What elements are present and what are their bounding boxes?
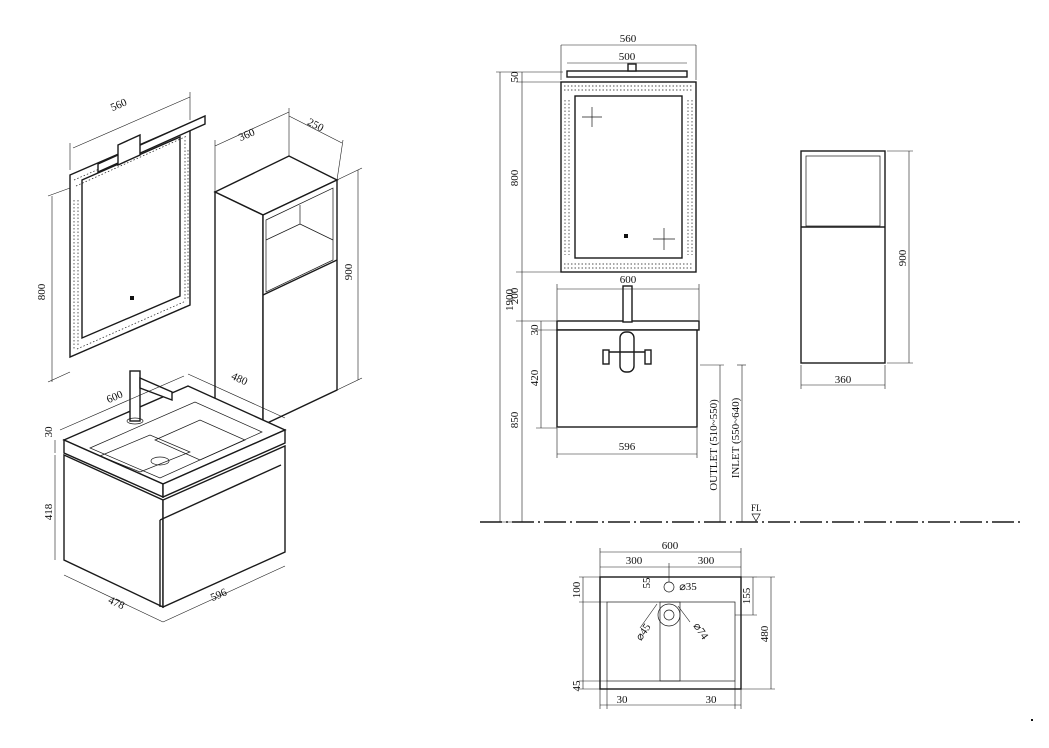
plan-half-right-label: 300 <box>698 555 715 567</box>
front-total-height-label: 1900 <box>504 289 516 312</box>
plan-half-left-label: 300 <box>626 555 643 567</box>
front-drawer-width-label: 596 <box>619 441 636 453</box>
mirror-frame-speckle <box>73 130 189 356</box>
iso-mirror-height-label: 800 <box>36 283 48 300</box>
plan-bottom-right-label: 30 <box>706 694 718 706</box>
plan-width-label: 600 <box>662 540 679 552</box>
sparkle-icon <box>582 107 675 250</box>
iso-vanity-depth-label: 478 <box>106 594 126 612</box>
corner-dot <box>1031 719 1033 721</box>
iso-mirror: 560 800 <box>36 92 206 383</box>
front-elevation: 560 500 1900 50 800 200 850 <box>480 33 1020 523</box>
iso-cabinet-depth-label: 250 <box>305 116 326 134</box>
iso-vanity-width-label: 596 <box>209 586 229 604</box>
iso-cabinet: 360 250 900 <box>213 108 363 427</box>
side-height-label: 900 <box>897 249 909 266</box>
front-top-thickness-label: 30 <box>529 324 541 336</box>
front-light-height-label: 50 <box>509 71 521 83</box>
plan-view: 600 300 300 55 ⌀35 100 45 155 480 ⌀45 ⌀7… <box>571 540 775 709</box>
iso-vanity-height-label: 418 <box>43 503 55 520</box>
iso-cabinet-width-label: 360 <box>237 126 257 144</box>
floor-label: FL <box>751 503 762 513</box>
plan-depth-label: 480 <box>759 625 771 642</box>
front-basin-width-label: 600 <box>620 274 637 286</box>
plan-bottom-left-label: 30 <box>617 694 629 706</box>
iso-mirror-width-label: 560 <box>109 96 129 114</box>
side-width-label: 360 <box>835 374 852 386</box>
inlet-label: INLET (550~640) <box>730 397 742 478</box>
front-mirror-height-label: 800 <box>509 169 521 186</box>
plan-hole-offset-label: 55 <box>641 577 653 589</box>
outlet-label: OUTLET (510~550) <box>708 399 720 491</box>
front-drawer-height-label: 420 <box>529 369 541 386</box>
plan-right-155-label: 155 <box>741 587 753 604</box>
plan-left-45-label: 45 <box>571 680 583 692</box>
mirror-switch-icon <box>130 296 134 300</box>
iso-basin-width-label: 600 <box>105 388 125 406</box>
plan-hole-dia-label: ⌀35 <box>679 581 697 593</box>
iso-cabinet-height-label: 900 <box>343 263 355 280</box>
front-light-inner-label: 500 <box>619 51 636 63</box>
front-counter-height-label: 850 <box>509 411 521 428</box>
iso-vanity: 600 480 30 418 478 596 <box>43 370 287 623</box>
front-light-width-label: 560 <box>620 33 637 45</box>
plan-left-100-label: 100 <box>571 581 583 598</box>
iso-top-thickness-label: 30 <box>43 426 55 438</box>
front-gap-label: 200 <box>509 287 521 304</box>
side-elevation: 900 360 <box>800 150 913 389</box>
front-mirror-switch-icon <box>624 234 628 238</box>
